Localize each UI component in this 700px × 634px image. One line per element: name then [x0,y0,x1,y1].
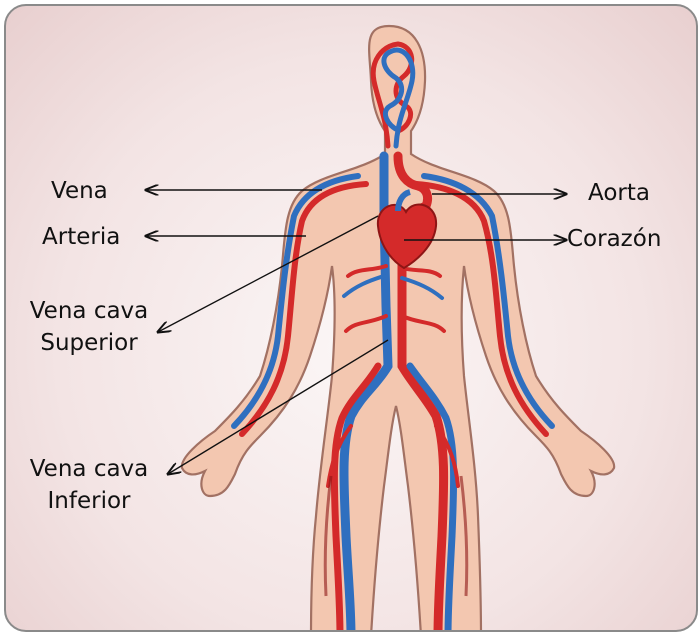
label-vena-cava-superior-line1: Vena cava [14,296,164,326]
diagram-frame: Vena Arteria Vena cava Superior Vena cav… [4,4,698,632]
label-arteria: Arteria [42,222,120,252]
label-aorta: Aorta [588,178,650,208]
label-vena-cava-superior-line2: Superior [14,328,164,358]
label-vena-cava-inferior-line2: Inferior [14,486,164,516]
label-vena: Vena [51,176,108,206]
label-corazon: Corazón [567,224,661,254]
label-vena-cava-inferior-line1: Vena cava [14,454,164,484]
